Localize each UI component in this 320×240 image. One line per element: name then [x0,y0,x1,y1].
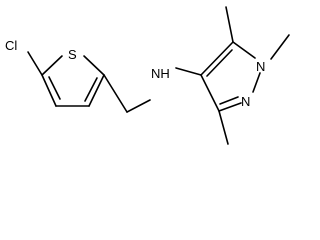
bond-n1-n2 [252,72,261,93]
bond-methyl-c3p [218,110,229,145]
bond-methyl-c5p [225,6,234,43]
bond-c2-ch2 [103,74,128,113]
bond-c5p-n1 [232,41,256,59]
bond-c4-c5p [200,41,234,76]
atom-cl: Cl [5,38,17,53]
bond-c4-c5p-inner [206,49,233,77]
bond-ch2-nh [126,99,151,113]
bond-c4-c5-inner [48,76,61,100]
bond-c3p-c4 [200,74,220,112]
bond-nh-c4 [175,67,202,76]
atom-s: S [68,47,77,62]
atom-n1: N [256,59,265,74]
bond-c2-c3 [88,74,105,107]
bond-c5-s [41,55,63,76]
bond-methyl-n1 [270,34,290,60]
bond-c2-c3-inner [84,77,98,102]
bond-cl-c5 [27,51,43,76]
molecule-diagram: Cl S NH N N [5,6,290,145]
bond-n2-c3p [218,102,242,112]
structure-svg: Cl S NH N N [5,6,290,145]
bond-c4-c5 [41,74,57,107]
atom-n2: N [241,94,250,109]
atom-nh: NH [151,66,170,81]
bond-n2-c3p-inner [219,96,239,105]
bond-s-c2 [83,55,105,76]
